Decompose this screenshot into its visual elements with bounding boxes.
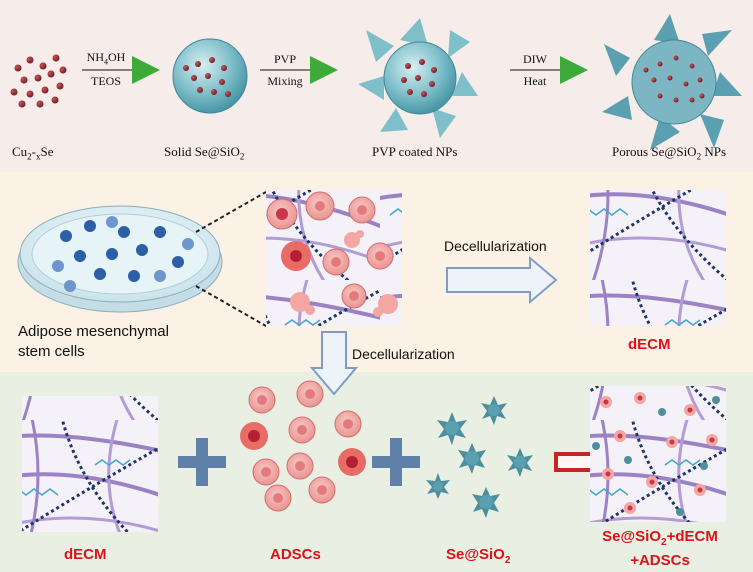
- step-label-solid-se-sio2: Solid Se@SiO2: [164, 144, 245, 162]
- source-cells-label: Adipose mesenchymal stem cells: [18, 323, 169, 360]
- composite-panel: [590, 386, 726, 522]
- cu2xse-dots: [10, 54, 67, 108]
- hollow-arrow-down: [309, 331, 359, 396]
- plus-sign-2: [372, 438, 420, 486]
- dECM-panel-mid: [590, 190, 726, 326]
- arrow-2-bottom-label: Mixing: [267, 74, 303, 88]
- solid-se-sio2-sphere: [172, 38, 248, 114]
- pvp-coated-np: [358, 18, 478, 138]
- arrow-green-2: [260, 56, 338, 84]
- porous-se-sio2-np: [602, 14, 742, 150]
- cells-in-matrix-panel: [266, 190, 402, 326]
- adscs-label: ADSCs: [270, 546, 321, 563]
- arrow-1-bottom-label: TEOS: [91, 74, 121, 88]
- step-label-pvp-coated: PVP coated NPs: [372, 144, 458, 159]
- hollow-arrow-right: [446, 255, 558, 305]
- dECM-label-mid: dECM: [628, 336, 671, 353]
- se-sio2-label: Se@SiO2: [446, 546, 511, 566]
- arrow-green-1: [82, 56, 160, 84]
- dECM-label-bottom: dECM: [64, 546, 107, 563]
- dECM-panel-bottom: [22, 396, 158, 532]
- plus-sign-1: [178, 438, 226, 486]
- arrow-1-top-label: NH4OH: [86, 50, 126, 67]
- step-label-porous-se-sio2: Porous Se@SiO2 NPs: [612, 144, 727, 162]
- se-sio2-particles: [426, 396, 533, 518]
- composite-label: Se@SiO2+dECM +ADSCs: [602, 528, 718, 569]
- decellularization-right-label: Decellularization: [444, 238, 547, 254]
- decellularization-down-label: Decellularization: [352, 346, 455, 362]
- petri-dish: [17, 205, 223, 313]
- arrow-2-top-label: PVP: [273, 52, 296, 66]
- adscs-cells: [240, 380, 366, 512]
- arrow-green-3: [510, 56, 588, 84]
- step-label-cu2xse: Cu2-xSe: [12, 144, 54, 162]
- arrow-3-top-label: DIW: [523, 52, 547, 66]
- arrow-3-bottom-label: Heat: [523, 74, 547, 88]
